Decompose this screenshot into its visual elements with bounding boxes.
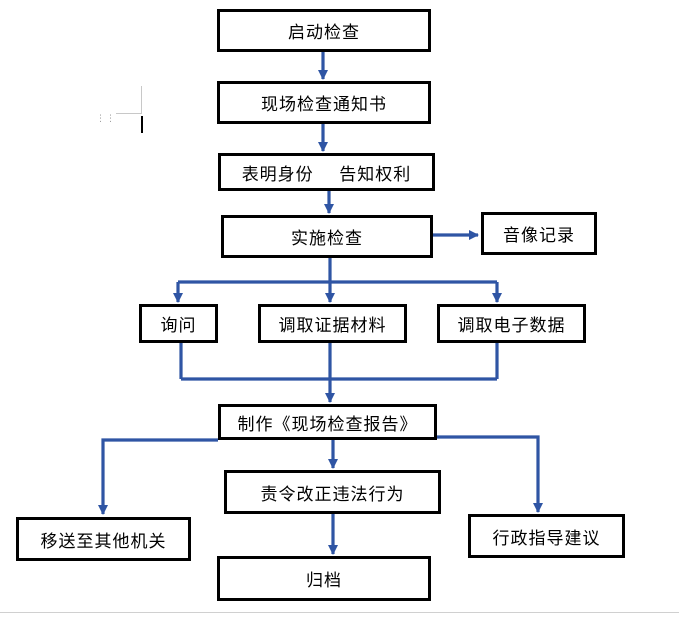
node-admin-guidance: 行政指导建议 (468, 514, 625, 558)
node-start-inspection: 启动检查 (217, 9, 431, 52)
node-archive: 归档 (217, 556, 431, 601)
node-collect-electronic-data: 调取电子数据 (437, 304, 586, 343)
node-identify-and-inform-rights: 表明身份 告知权利 (218, 153, 435, 191)
page-bottom-divider (0, 612, 679, 613)
text-cursor-guide (116, 113, 142, 114)
node-conduct-inspection: 实施检查 (221, 215, 433, 258)
text-cursor-guide (141, 86, 142, 113)
node-inquiry: 询问 (139, 304, 218, 343)
arrow-report-to-guidance (437, 435, 544, 514)
node-av-record: 音像记录 (481, 212, 597, 255)
node-inspection-notice: 现场检查通知书 (217, 81, 431, 124)
node-make-report: 制作《现场检查报告》 (218, 404, 437, 440)
node-order-correction: 责令改正违法行为 (224, 470, 441, 514)
text-cursor (141, 116, 143, 133)
drag-handle-icon[interactable]: ⋮⋮ (96, 114, 116, 124)
arrow-report-to-transfer (97, 438, 218, 516)
node-transfer-other-agency: 移送至其他机关 (16, 517, 191, 561)
node-collect-evidence: 调取证据材料 (258, 304, 407, 343)
